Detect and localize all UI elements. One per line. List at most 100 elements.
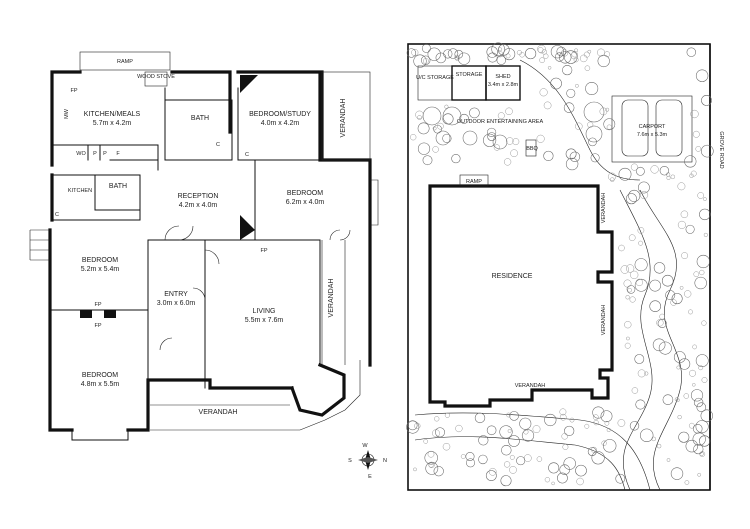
shrub-icon <box>575 83 579 88</box>
shrub-icon <box>455 424 463 433</box>
shrub-icon <box>606 427 611 432</box>
shrub-icon <box>631 387 639 394</box>
shrub-icon <box>503 461 511 468</box>
tree-icon <box>591 451 605 465</box>
shrub-icon <box>650 165 659 174</box>
tree-icon <box>435 130 451 146</box>
shrub-icon <box>703 232 708 237</box>
tree-icon <box>442 133 452 143</box>
tree-icon <box>433 466 444 477</box>
verandah-label-top: VERANDAH <box>340 99 347 138</box>
tree-icon <box>695 354 709 367</box>
shrub-icon <box>601 440 607 446</box>
tree-icon <box>635 399 646 410</box>
shrub-icon <box>591 446 597 453</box>
tree-icon <box>406 48 417 58</box>
driveway-curve <box>519 59 641 181</box>
shrub-icon <box>509 454 515 460</box>
tree-icon <box>692 424 703 434</box>
tree-icon <box>603 439 617 453</box>
shrub-icon <box>656 443 662 449</box>
shrub-icon <box>659 313 666 320</box>
mw-label: MW <box>64 108 70 119</box>
reception-dims: 4.2m x 4.0m <box>179 202 218 209</box>
tree-icon <box>673 351 686 363</box>
shrub-icon <box>428 461 435 469</box>
outdoor-area-label: OUTDOOR ENTERTAINING AREA <box>457 119 544 125</box>
tree-icon <box>569 151 581 162</box>
tree-icon <box>659 166 670 176</box>
shrub-icon <box>569 417 575 423</box>
shrub-icon <box>630 270 639 280</box>
bedroom-bottom-name: BEDROOM <box>82 372 118 379</box>
shrub-icon <box>509 466 517 474</box>
shrub-icon <box>629 296 636 303</box>
bedroom-right-dims: 6.2m x 4.0m <box>286 199 325 206</box>
tree-icon <box>629 421 640 431</box>
shrub-icon <box>413 467 417 472</box>
shrub-icon <box>698 365 704 371</box>
shrub-icon <box>689 173 694 178</box>
kitchen-small-name: KITCHEN <box>68 188 92 194</box>
tree-icon <box>696 402 707 412</box>
tree-icon <box>657 319 667 328</box>
cupboard-label-study: C <box>245 152 249 158</box>
shed-box <box>485 65 521 101</box>
shrub-icon <box>618 244 625 252</box>
tree-icon <box>562 65 573 76</box>
shrub-icon <box>516 50 522 56</box>
shrub-icon <box>415 110 424 119</box>
car-1 <box>621 99 649 157</box>
shrub-icon <box>677 414 682 420</box>
shrub-icon <box>437 122 444 130</box>
shrub-icon <box>587 49 592 54</box>
shrub-icon <box>575 122 583 131</box>
tree-icon <box>478 454 488 465</box>
cupboard-label-bath: C <box>216 142 220 148</box>
shrub-icon <box>681 252 689 260</box>
compass-n: N <box>383 458 387 464</box>
shrub-icon <box>547 66 552 70</box>
shed-dims: 3.4m x 2.8m <box>488 82 519 88</box>
shrub-icon <box>635 278 644 287</box>
compass-s: S <box>348 458 352 464</box>
shrub-icon <box>690 170 697 177</box>
tree-icon <box>554 52 565 62</box>
tree-icon <box>701 144 714 158</box>
site-verandah-label-3: VERANDAH <box>515 383 546 389</box>
shrub-icon <box>414 422 421 430</box>
tree-icon <box>425 462 439 475</box>
shrub-icon <box>701 320 707 326</box>
shrub-icon <box>693 271 700 278</box>
tree-icon <box>588 137 597 147</box>
tree-icon <box>417 122 430 135</box>
door-arcs <box>159 225 351 351</box>
verandah-top-right <box>321 71 371 161</box>
compass-cross <box>358 457 378 463</box>
tree-icon <box>478 435 489 446</box>
residence-label: RESIDENCE <box>492 273 533 280</box>
tree-icon <box>665 290 676 301</box>
tree-icon <box>638 181 650 194</box>
shrub-icon <box>536 134 545 143</box>
shrub-icon <box>503 158 512 166</box>
fp-label-lower: FP <box>94 323 101 329</box>
tree-icon <box>636 166 645 176</box>
tree-icon <box>618 167 632 181</box>
shrub-icon <box>610 177 615 182</box>
tree-icon <box>685 439 698 453</box>
tree-icon <box>557 472 568 484</box>
reception-name: RECEPTION <box>178 193 219 200</box>
car-2 <box>655 99 683 157</box>
tree-icon <box>443 49 453 59</box>
shrub-icon <box>442 442 451 451</box>
shrub-icon <box>695 146 702 152</box>
shrub-icon <box>623 279 632 288</box>
shrub-icon <box>670 299 677 306</box>
shrub-icon <box>432 126 437 131</box>
shrub-icon <box>624 342 631 349</box>
shrub-icon <box>493 144 501 151</box>
tree-icon <box>634 278 648 292</box>
pantry-label-1: P <box>93 151 97 157</box>
